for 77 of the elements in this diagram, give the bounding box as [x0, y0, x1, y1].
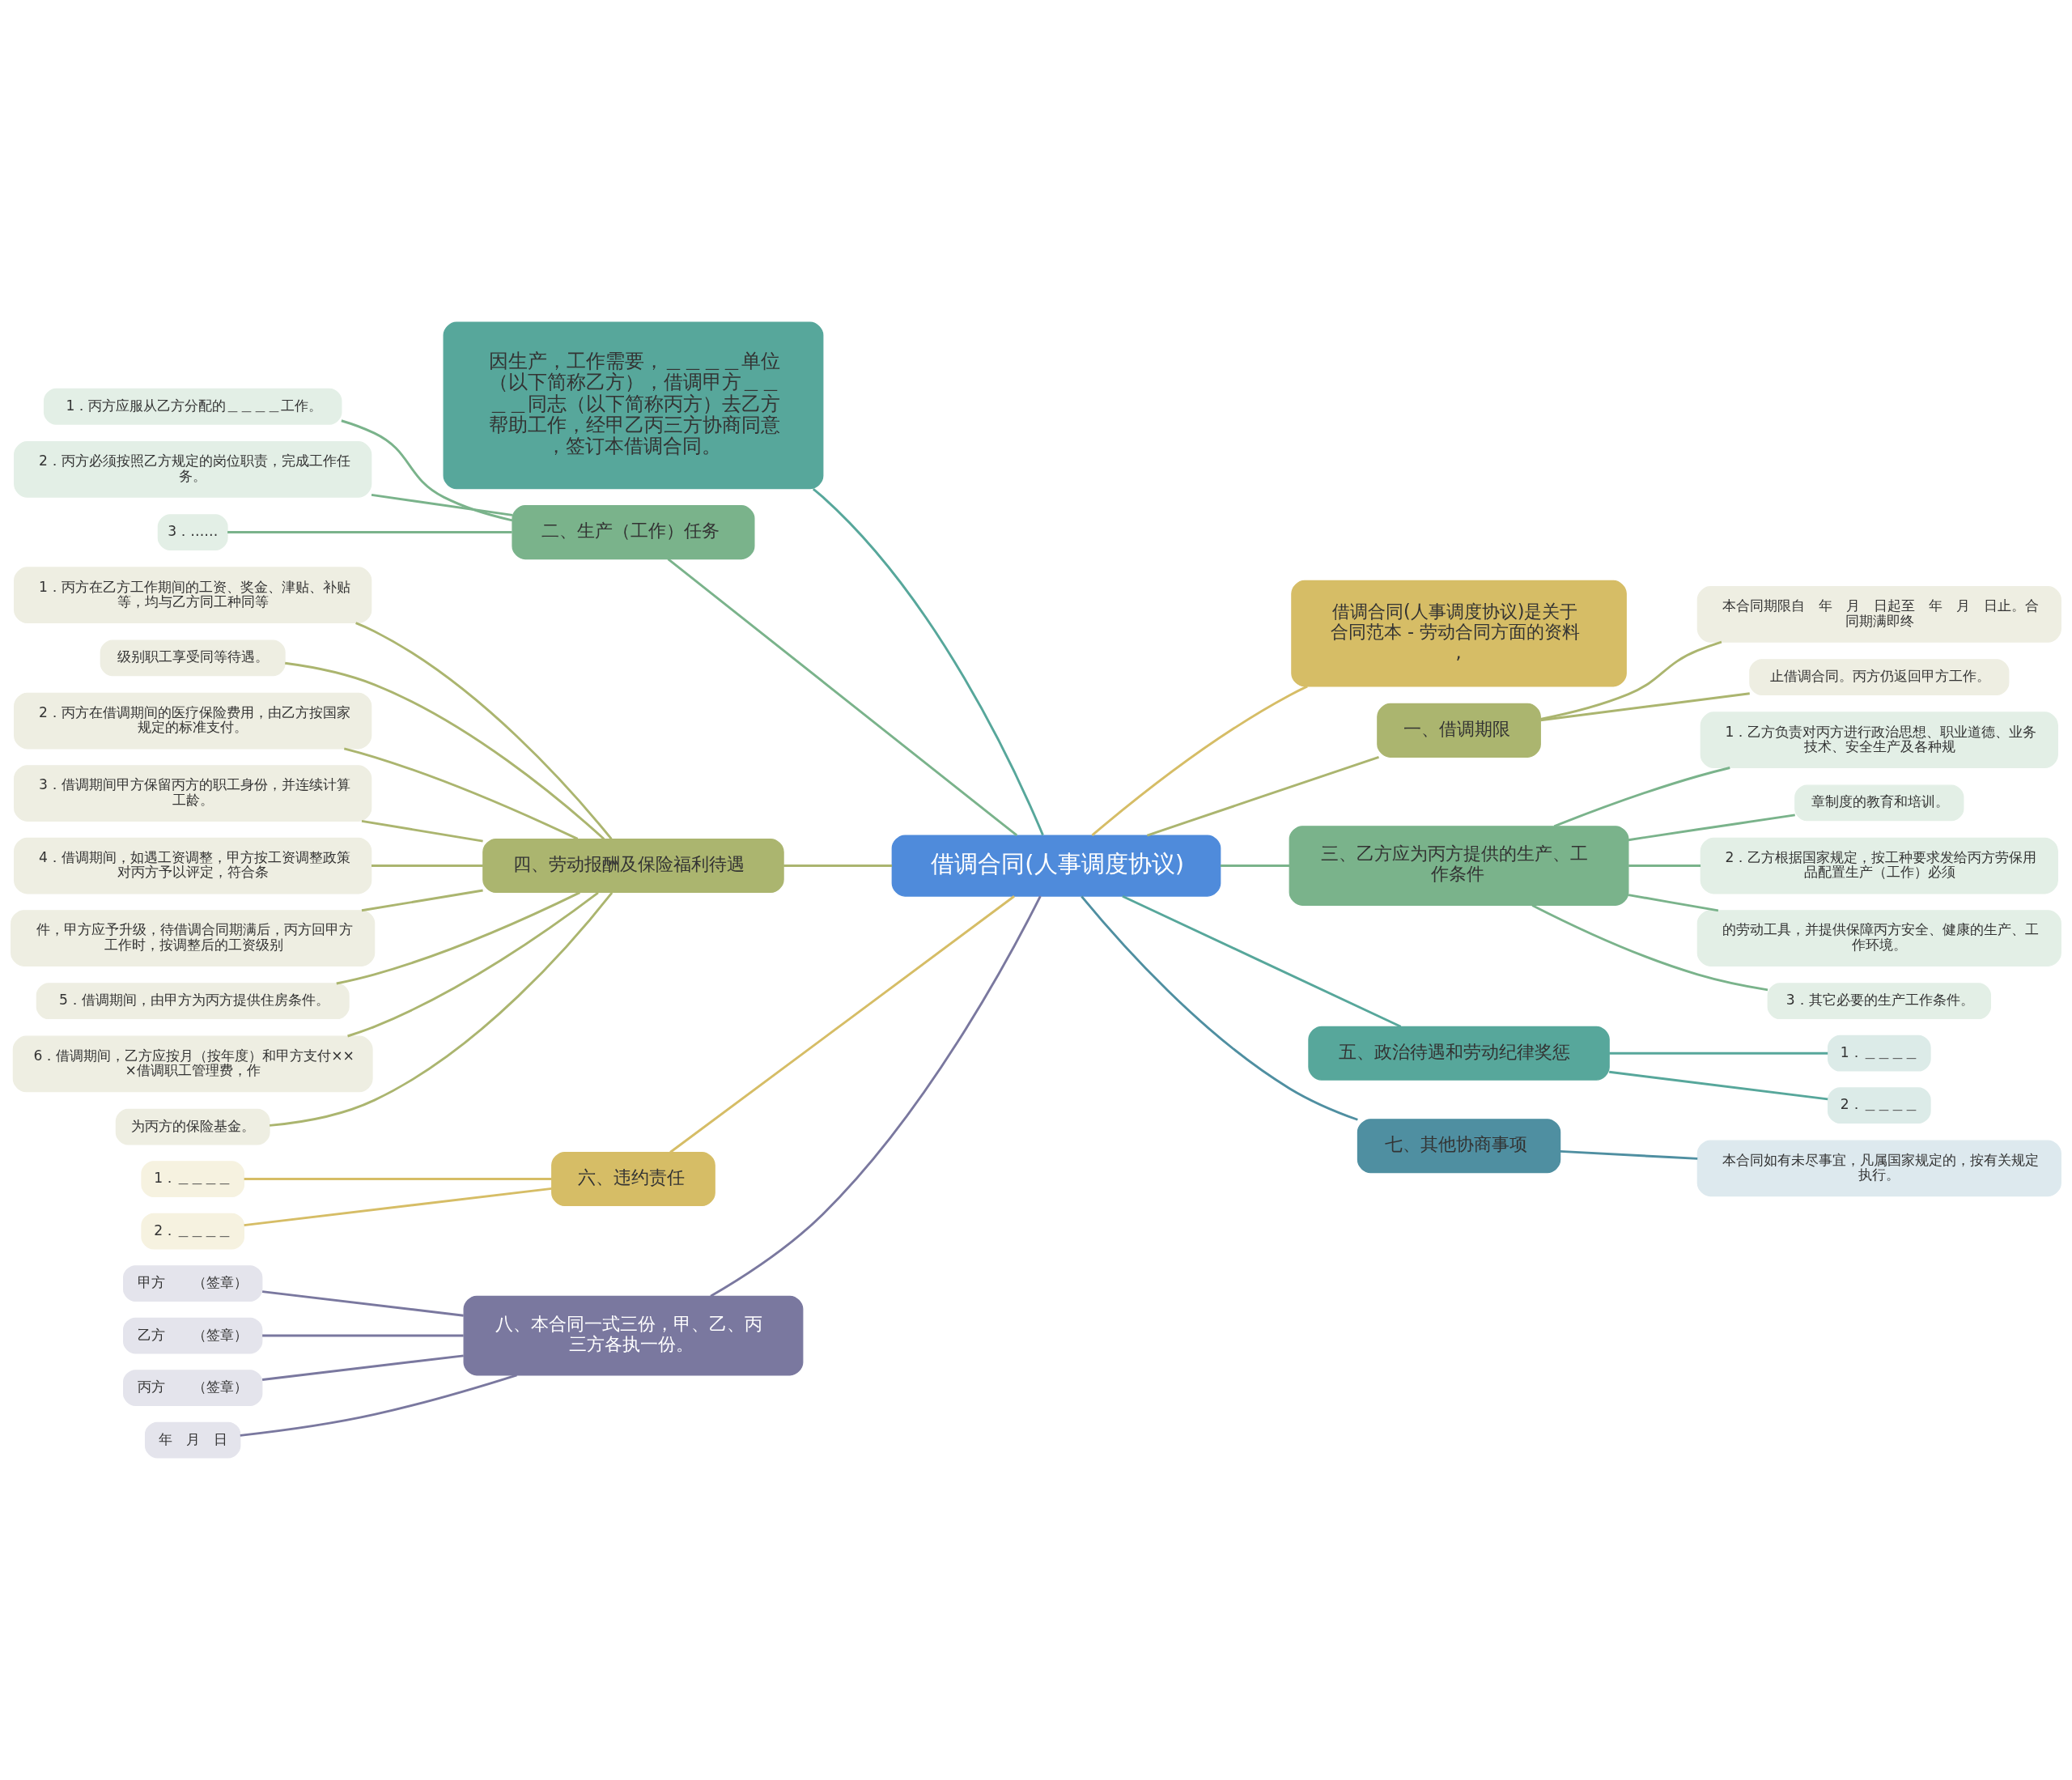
node-box: 一、借调期限 [1377, 703, 1541, 758]
node-box: 2．丙方必须按照乙方规定的岗位职责，完成工作任务。 [14, 441, 372, 498]
node-box: 件，甲方应予升级，待借调合同期满后，丙方回甲方工作时，按调整后的工资级别 [11, 910, 376, 966]
node-box: 2．＿＿＿＿ [141, 1213, 245, 1250]
connector [343, 747, 579, 840]
connector [244, 1178, 552, 1180]
node-box: 本合同如有未尽事宜，凡属国家规定的，按有关规定执行。 [1696, 1140, 2061, 1197]
connector [1531, 904, 1768, 992]
node-box: 为丙方的保险基金。 [115, 1108, 270, 1145]
connector [1540, 692, 1750, 722]
node-box: 三、乙方应为丙方提供的生产、工作条件 [1289, 826, 1629, 906]
connector [783, 865, 893, 867]
node-box: 借调合同(人事调度协议)是关于合同范本 - 劳动合同方面的资料, [1291, 580, 1627, 687]
node-box: 八、本合同一式三份，甲、乙、丙三方各执一份。 [463, 1295, 804, 1376]
connector [1628, 865, 1701, 867]
connector [1560, 1149, 1698, 1160]
node-box: 5．借调期间，由甲方为丙方提供住房条件。 [36, 983, 350, 1020]
node-box: 四、劳动报酬及保险福利待遇 [482, 839, 784, 894]
connector [667, 558, 1018, 837]
connector [270, 891, 614, 1127]
connector [341, 419, 513, 522]
node-box: 止借调合同。丙方仍返回甲方工作。 [1749, 659, 2010, 695]
connector [261, 1354, 464, 1381]
node-box: 因生产，工作需要，＿＿＿＿单位（以下简称乙方），借调甲方＿＿＿＿同志（以下简称丙方）去乙方帮助工作，经甲乙丙三方协商同意，签订本借调合同。 [443, 321, 824, 490]
node-box: 七、其他协商事项 [1357, 1119, 1561, 1174]
node-box: 丙方 （签章） [122, 1370, 263, 1406]
node-box: 1．丙方在乙方工作期间的工资、奖金、津贴、补贴等，均与乙方同工种同等 [14, 567, 372, 624]
node-box: 甲方 （签章） [122, 1265, 263, 1302]
connector [361, 819, 483, 843]
connector [1221, 865, 1290, 867]
connector [1609, 1051, 1828, 1055]
node-box: 借调合同(人事调度协议) [891, 835, 1221, 897]
node-box: 4．借调期间，如遇工资调整，甲方按工资调整政策对丙方予以评定，符合条 [14, 837, 372, 894]
node-box: 1．＿＿＿＿ [1828, 1034, 1931, 1072]
connector [240, 1374, 517, 1437]
node-box: 章制度的教育和培训。 [1794, 784, 1964, 822]
node-box: 年 月 日 [144, 1421, 241, 1459]
connector [285, 661, 605, 840]
node-box: 2．丙方在借调期间的医疗保险费用，由乙方按国家规定的标准支付。 [14, 692, 372, 750]
node-box: 3．…… [157, 514, 228, 550]
connector [710, 895, 1042, 1298]
connector [361, 889, 483, 912]
node-box: 五、政治待遇和劳动纪律奖惩 [1308, 1026, 1610, 1081]
connector [262, 1334, 464, 1337]
connector [1540, 640, 1722, 720]
node-box: 乙方 （签章） [122, 1317, 263, 1354]
node-box: 1．乙方负责对丙方进行政治思想、职业道德、业务技术、安全生产及各种规 [1700, 712, 2058, 769]
node-box: 级别职工享受同等待遇。 [100, 639, 286, 677]
node-box: 的劳动工具，并提供保障丙方安全、健康的生产、工作环境。 [1696, 910, 2061, 966]
connector [1609, 1070, 1828, 1101]
node-box: 六、违约责任 [551, 1151, 715, 1207]
node-box: 6．借调期间，乙方应按月（按年度）和甲方支付×××借调职工管理费，作 [12, 1035, 373, 1093]
connector [336, 891, 580, 985]
connector [1122, 894, 1402, 1028]
connector [244, 1187, 552, 1227]
connector [1091, 685, 1308, 836]
connector [1146, 756, 1379, 837]
connector [227, 531, 512, 534]
connector [371, 493, 513, 516]
connector [669, 895, 1015, 1153]
connector [1628, 814, 1795, 842]
connector [1553, 767, 1730, 828]
connector [347, 891, 599, 1038]
connector [372, 865, 483, 867]
node-box: 本合同期限自 年 月 日起至 年 月 日止。合同期满即终 [1696, 586, 2061, 643]
connector [1628, 894, 1719, 912]
node-box: 3．其它必要的生产工作条件。 [1767, 983, 1991, 1020]
node-box: 2．乙方根据国家规定，按工种要求发给丙方劳保用品配置生产（工作）必须 [1700, 837, 2058, 894]
node-box: 3．借调期间甲方保留丙方的职工身份，并连续计算工龄。 [14, 765, 372, 822]
connector [812, 487, 1044, 836]
node-box: 1．丙方应服从乙方分配的＿＿＿＿工作。 [43, 388, 342, 425]
connector [1081, 895, 1358, 1121]
node-box: 二、生产（工作）任务 [512, 505, 755, 560]
connector [355, 622, 613, 840]
node-box: 1．＿＿＿＿ [141, 1161, 245, 1197]
node-box: 2．＿＿＿＿ [1828, 1087, 1931, 1124]
connector [261, 1290, 464, 1317]
